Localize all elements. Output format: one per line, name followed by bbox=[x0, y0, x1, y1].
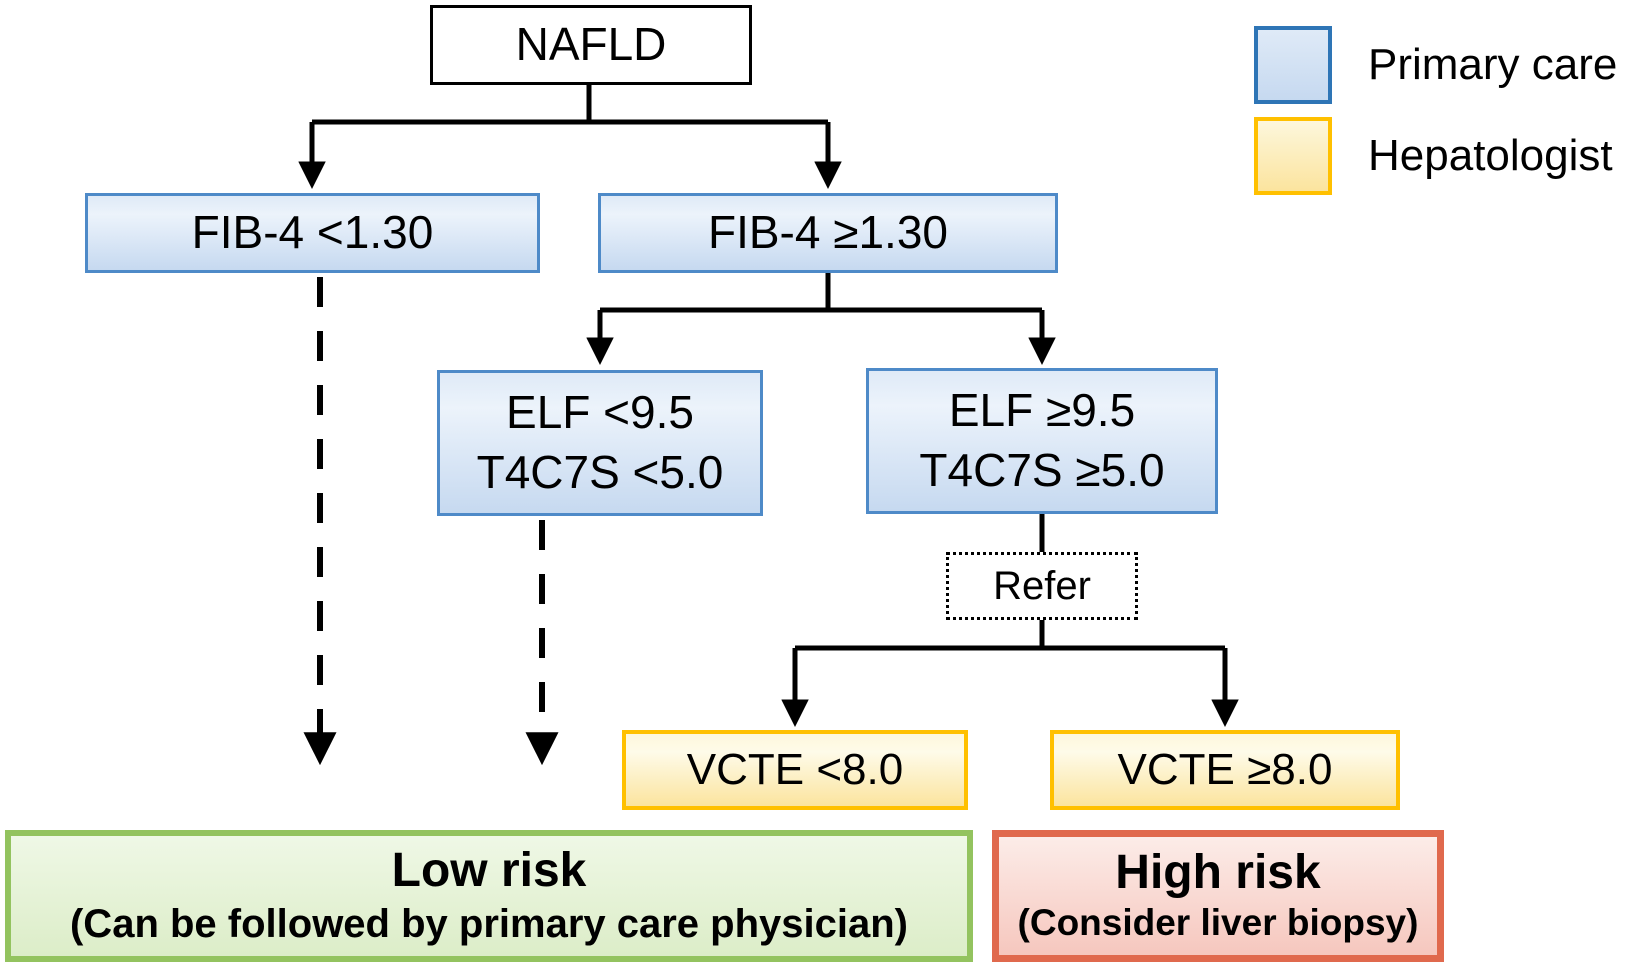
node-fib4-low-label: FIB-4 <1.30 bbox=[191, 206, 434, 259]
node-vcte-low: VCTE <8.0 bbox=[622, 730, 968, 810]
legend-item-hepatologist: Hepatologist bbox=[1254, 117, 1617, 195]
low-risk-subtitle: (Can be followed by primary care physici… bbox=[69, 901, 908, 946]
node-elf-low-line1: ELF <9.5 bbox=[506, 386, 694, 439]
legend: Primary care Hepatologist bbox=[1254, 26, 1617, 195]
node-vcte-high: VCTE ≥8.0 bbox=[1050, 730, 1400, 810]
node-elf-high-line2: T4C7S ≥5.0 bbox=[919, 444, 1165, 496]
node-refer: Refer bbox=[946, 552, 1138, 620]
node-elf-high: ELF ≥9.5 T4C7S ≥5.0 bbox=[866, 368, 1218, 514]
node-fib4-high-label: FIB-4 ≥1.30 bbox=[707, 206, 949, 259]
node-nafld: NAFLD bbox=[430, 5, 752, 85]
legend-primary-care-label: Primary care bbox=[1368, 40, 1618, 89]
legend-hepatologist-label: Hepatologist bbox=[1368, 131, 1613, 180]
node-fib4-high: FIB-4 ≥1.30 bbox=[598, 193, 1058, 273]
node-fib4-low: FIB-4 <1.30 bbox=[85, 193, 540, 273]
node-elf-low-line2: T4C7S <5.0 bbox=[476, 446, 724, 498]
node-elf-high-line1: ELF ≥9.5 bbox=[948, 384, 1136, 437]
hepatologist-swatch-icon bbox=[1254, 117, 1332, 195]
low-risk-title: Low risk bbox=[391, 844, 587, 898]
node-vcte-low-label: VCTE <8.0 bbox=[686, 745, 904, 795]
node-low-risk: Low risk (Can be followed by primary car… bbox=[5, 830, 973, 962]
legend-item-primary-care: Primary care bbox=[1254, 26, 1617, 104]
node-nafld-label: NAFLD bbox=[515, 18, 667, 71]
high-risk-subtitle: (Consider liver biopsy) bbox=[1017, 902, 1419, 944]
node-elf-low: ELF <9.5 T4C7S <5.0 bbox=[437, 370, 763, 516]
node-high-risk: High risk (Consider liver biopsy) bbox=[992, 830, 1444, 962]
high-risk-title: High risk bbox=[1115, 846, 1321, 900]
primary-care-swatch-icon bbox=[1254, 26, 1332, 104]
node-refer-label: Refer bbox=[993, 564, 1091, 608]
node-vcte-high-label: VCTE ≥8.0 bbox=[1117, 745, 1333, 795]
